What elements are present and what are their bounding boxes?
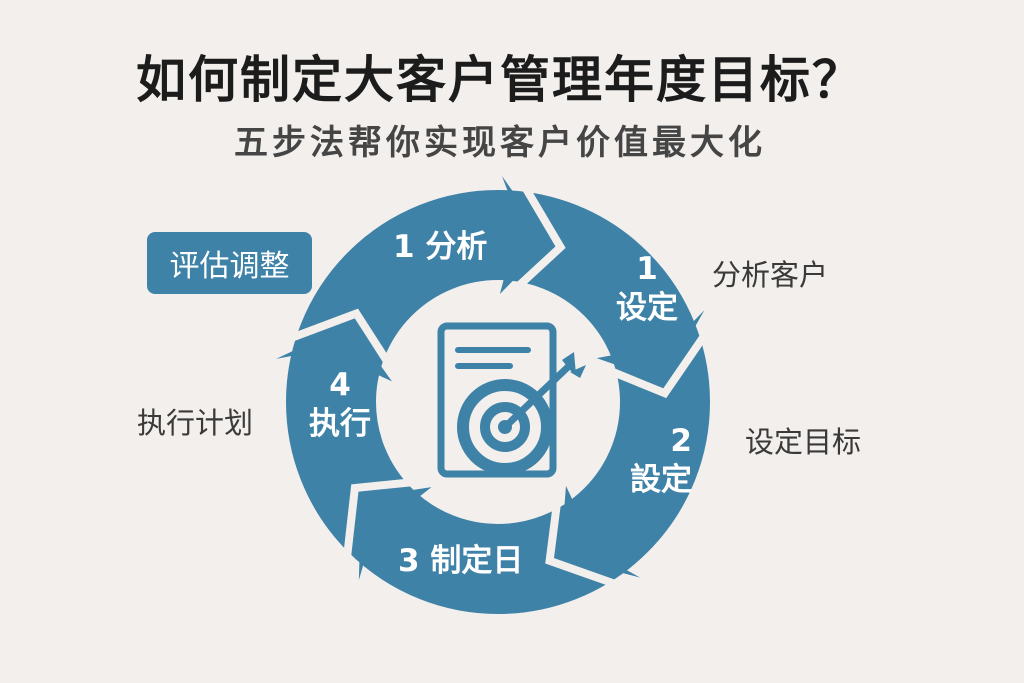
page-title: 如何制定大客户管理年度目标？ [136,51,864,109]
arrowhead-5 [276,323,392,382]
segment-separator-2 [596,321,716,399]
segment-2-set: 2 設定 [612,422,692,500]
segment-number: 2 [670,423,692,459]
label-analyze-customer: 分析客户 [712,258,829,292]
segment-separator-4 [341,476,428,572]
segment-1-set: 1 设定 [616,250,678,328]
segment-label: 設定 [630,461,692,498]
arrowhead-2 [596,310,705,382]
segment-number: 1 [393,229,415,265]
cycle-ring [286,190,710,614]
segment-label: 制定日 [430,543,524,579]
arrow-shaft [501,361,574,431]
arrowhead-3 [560,485,641,578]
arrowhead-1 [499,176,550,295]
segment-label: 执行 [309,405,371,442]
eval-adjust-box: 评估调整 [147,232,312,294]
label-set-goal: 设定目标 [745,425,862,459]
segment-4-execute: 4 执行 [300,366,380,444]
segment-separator-1 [504,172,566,300]
target-inner-ring [480,402,530,452]
page-subtitle: 五步法帮你实现客户价值最大化 [234,123,766,163]
segment-number: 3 [398,543,420,579]
segment-separator-5 [276,308,399,377]
segment-label: 设定 [616,289,678,326]
label-execute-plan: 执行计划 [137,406,254,440]
arrowhead-4 [358,487,432,581]
segment-number: 4 [329,367,351,403]
segment-3-plan-day: 3 制定日 [398,542,523,581]
segment-label: 分析 [425,229,488,265]
segment-number: 1 [636,251,658,287]
document-target-icon [437,322,586,478]
segment-1-analyze: 1 分析 [393,228,487,267]
arrow-fletching [562,352,576,375]
segment-separator-3 [545,488,631,593]
